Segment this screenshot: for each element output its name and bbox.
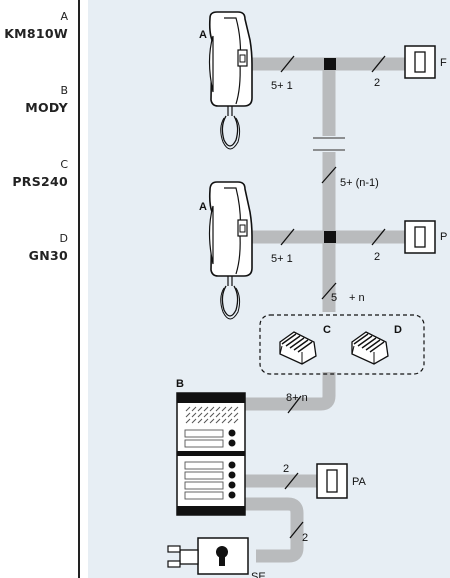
wire-lock xyxy=(245,497,304,563)
handset-bottom-icon xyxy=(208,181,253,320)
wire-label-riser-lower-b: + n xyxy=(349,292,365,304)
module-c-icon xyxy=(279,331,317,365)
legend-model-b: MODY xyxy=(25,100,68,115)
legend-letter-b: B xyxy=(60,84,68,97)
wire-label-lock: 2 xyxy=(302,532,308,544)
legend: A KM810W B MODY C PRS240 D GN30 xyxy=(0,0,78,578)
module-d-icon xyxy=(351,331,389,365)
pushbutton-top-letter: F xyxy=(440,57,447,69)
legend-letter-c: C xyxy=(60,158,68,171)
panel-letter: B xyxy=(176,378,184,390)
pushbutton-pa-icon xyxy=(316,463,348,499)
electric-lock-icon xyxy=(167,537,249,575)
riser-break xyxy=(313,137,345,151)
handset-top-icon xyxy=(208,11,253,150)
wire-label-riser-upper: 5+ (n-1) xyxy=(340,177,379,189)
legend-letter-a: A xyxy=(60,10,68,23)
module-d-letter: D xyxy=(394,324,402,336)
handset-top-letter: A xyxy=(199,29,207,41)
wire-label-riser-lower-a: 5 xyxy=(331,292,337,304)
junction-node-top xyxy=(324,58,336,70)
wire-label-top-button: 2 xyxy=(374,77,380,89)
legend-letter-d: D xyxy=(59,232,68,245)
wire-panel xyxy=(243,395,336,411)
pushbutton-mid-icon xyxy=(404,220,436,254)
wire-label-mid-handset: 5+ 1 xyxy=(271,253,293,265)
module-group-frame xyxy=(259,314,425,375)
pushbutton-pa-letter: PA xyxy=(352,476,367,488)
handset-bottom-letter: A xyxy=(199,201,207,213)
wire-label-panel: 8+ n xyxy=(286,392,308,404)
pushbutton-top-icon xyxy=(404,45,436,79)
legend-model-a: KM810W xyxy=(4,26,68,41)
pushbutton-mid-letter: P xyxy=(440,231,447,243)
legend-model-d: GN30 xyxy=(28,248,68,263)
legend-divider xyxy=(78,0,80,578)
lock-letter: SE xyxy=(251,571,266,578)
junction-node-mid xyxy=(324,231,336,243)
wire-label-pa: 2 xyxy=(283,463,289,475)
module-c-letter: C xyxy=(323,324,331,336)
wire-label-top-handset: 5+ 1 xyxy=(271,80,293,92)
legend-model-c: PRS240 xyxy=(12,174,68,189)
wire-ticks xyxy=(280,55,386,539)
door-panel-icon xyxy=(176,392,246,516)
wire-label-mid-button: 2 xyxy=(374,251,380,263)
